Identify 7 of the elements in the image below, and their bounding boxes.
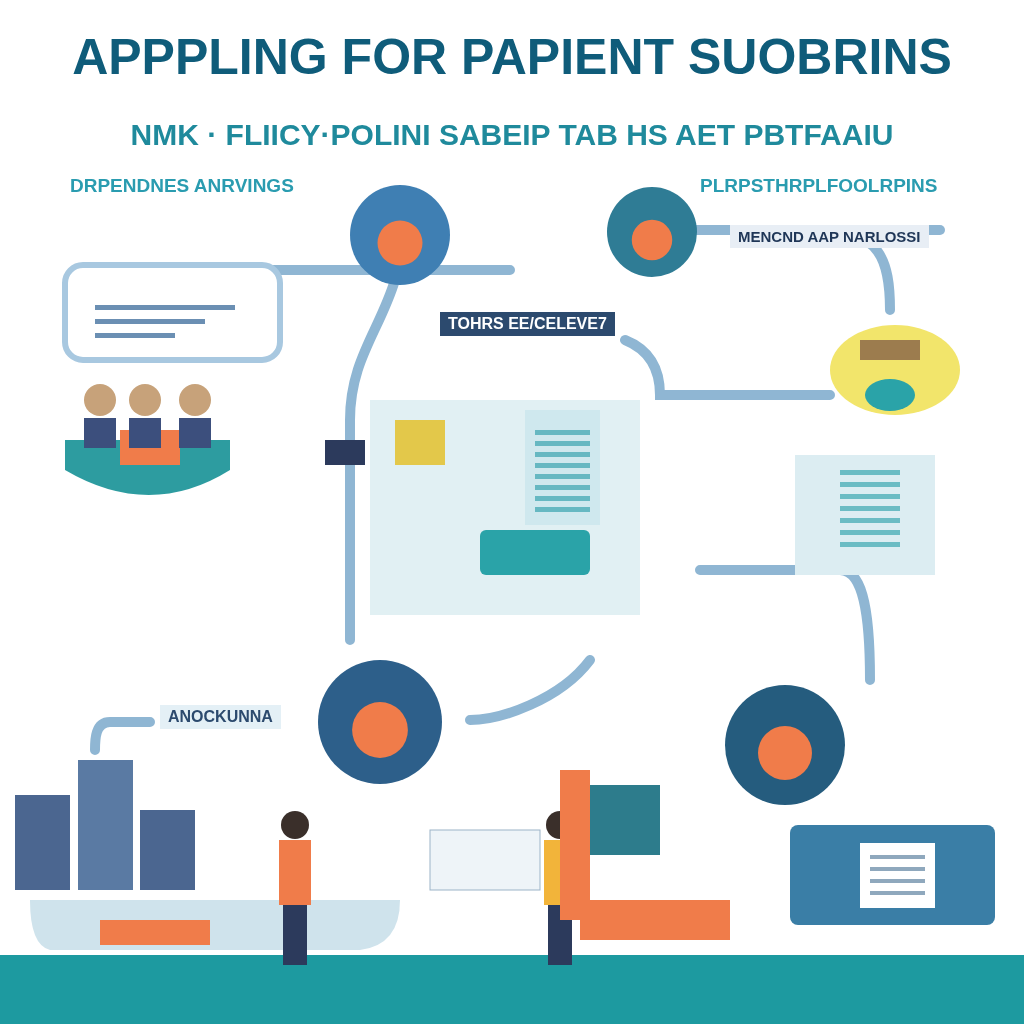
banner-label: TOHRS EE/CELEVE7 xyxy=(440,312,615,336)
section-heading: PLRPSTHRPLFOOLRPINS xyxy=(700,175,938,197)
subtitle: NMK · FLIICY·POLINI SABEIP TAB HS AET PBTFAAIU xyxy=(129,118,895,152)
banner-label: ANOCKUNNA xyxy=(160,705,281,729)
banner-label: MENCND AAP NARLOSSI xyxy=(730,225,929,248)
section-heading: DRPENDNES ANRVINGS xyxy=(70,175,294,197)
page-title: APPPLING FOR PAPIENT SUOBRINS xyxy=(71,28,953,86)
